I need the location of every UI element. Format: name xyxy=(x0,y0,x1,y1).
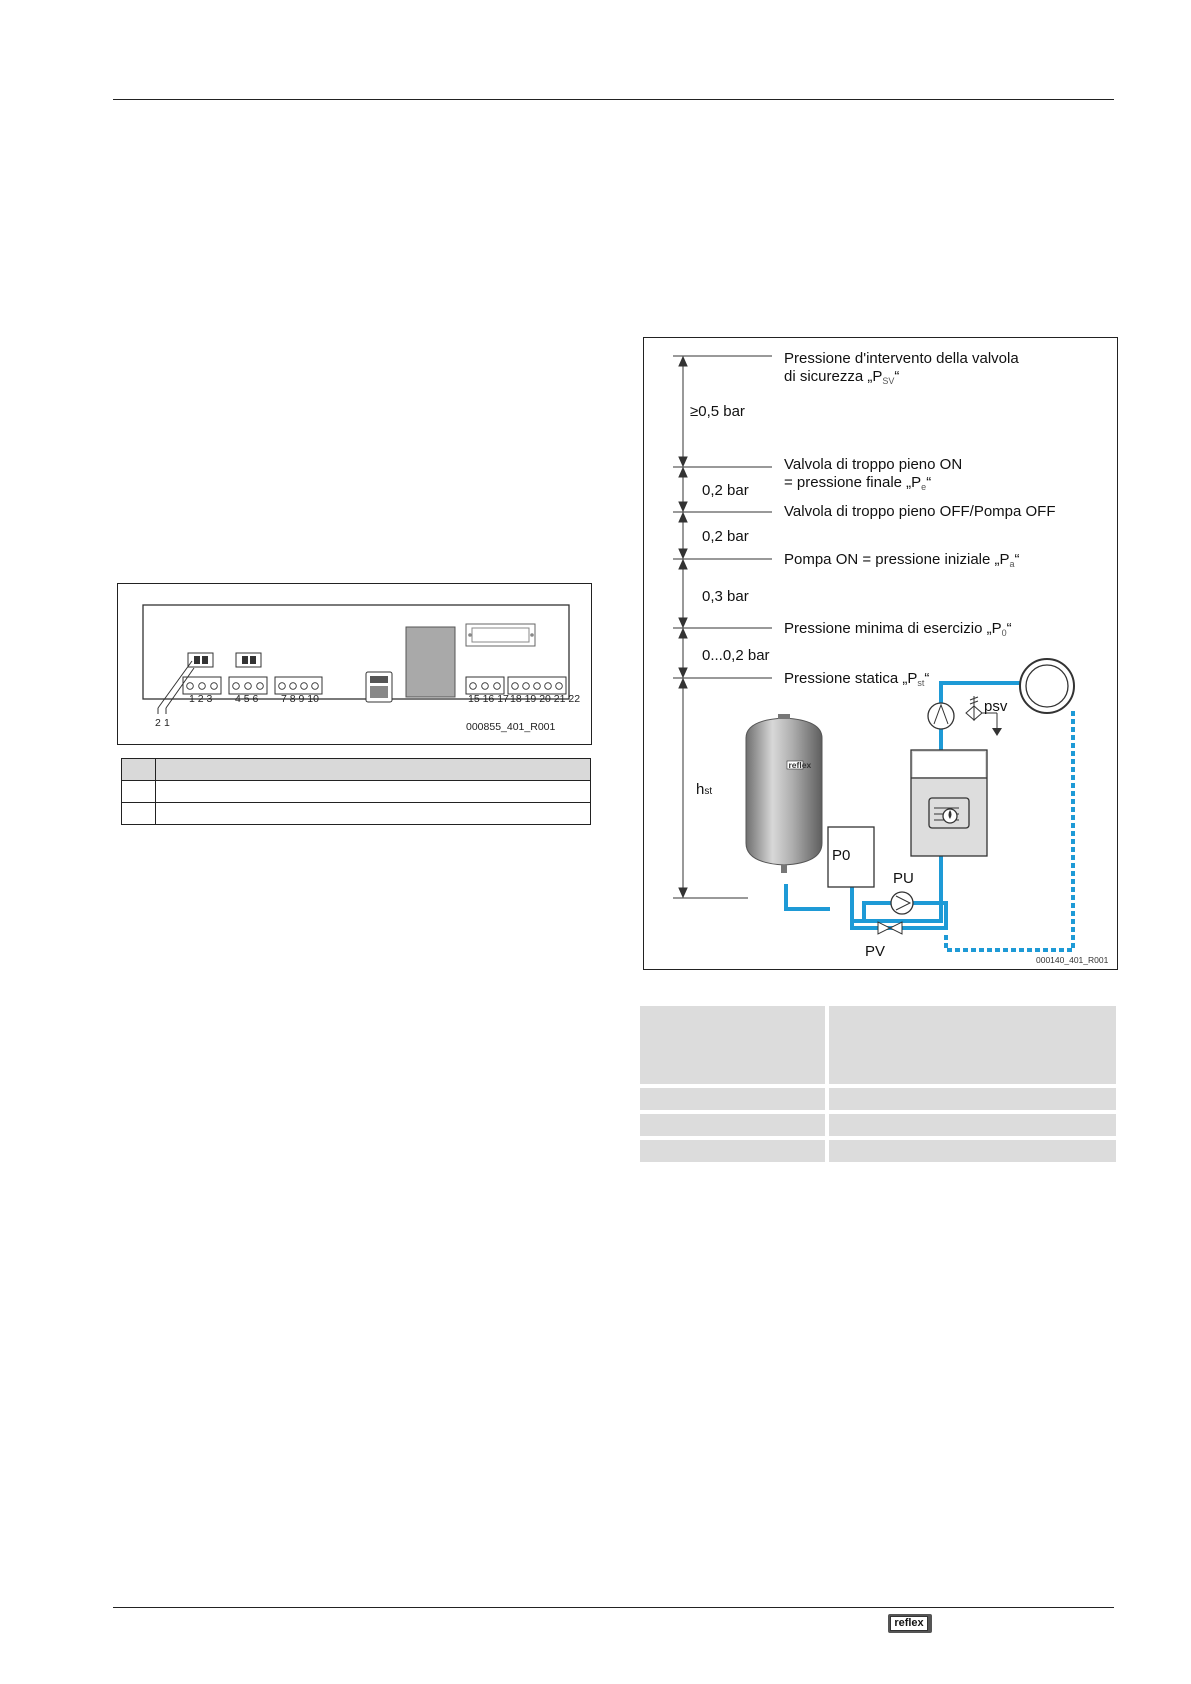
p0-label: P0 xyxy=(832,847,850,864)
level-label-p0: Pressione minima di esercizio „P0“ xyxy=(784,620,1012,638)
header-rule xyxy=(113,99,1114,100)
table-row xyxy=(121,802,591,825)
table-row xyxy=(121,780,591,803)
interval-label-4: 0,3 bar xyxy=(702,588,749,605)
interval-label-1: ≥0,5 bar xyxy=(690,403,745,420)
footer-rule xyxy=(113,1607,1114,1608)
board-figure-code: 000855_401_R001 xyxy=(466,721,555,733)
pressure-info-table xyxy=(640,1002,1116,1166)
reflex-logo-text: reflex xyxy=(890,1616,928,1631)
level-label-psv-1: Pressione d'intervento della valvola xyxy=(784,350,1019,367)
interval-label-5: 0...0,2 bar xyxy=(702,647,770,664)
level-label-pump-off: Valvola di troppo pieno OFF/Pompa OFF xyxy=(784,503,1056,520)
table-row xyxy=(640,1114,1116,1136)
level-label-pe-1: Valvola di troppo pieno ON xyxy=(784,456,962,473)
callout-label-2: 2 xyxy=(155,717,161,729)
terminal-label-2: 4 5 6 xyxy=(235,693,259,705)
board-legend-table xyxy=(121,758,591,825)
level-label-pst: Pressione statica „Pst“ xyxy=(784,670,929,688)
table-row xyxy=(121,758,591,781)
pv-label: PV xyxy=(865,943,885,960)
level-label-psv-2: di sicurezza „PSV“ xyxy=(784,368,899,386)
tank-logo-text: reflex xyxy=(789,760,812,770)
level-label-pe-2: = pressione finale „Pe“ xyxy=(784,474,931,492)
table-row xyxy=(640,1006,1116,1084)
terminal-label-5: 18 19 20 21 22 xyxy=(510,693,580,705)
table-row xyxy=(640,1140,1116,1162)
diagram-figure-code: 000140_401_R001 xyxy=(1036,955,1109,965)
terminal-label-1: 1 2 3 xyxy=(189,693,213,705)
terminal-label-3: 7 8 9 10 xyxy=(281,693,319,705)
terminal-label-4: 15 16 17 xyxy=(468,693,509,705)
controller-board-figure: 2 1 1 2 3 4 5 6 7 8 9 10 15 16 17 18 19 … xyxy=(117,583,592,745)
pu-label: PU xyxy=(893,870,914,887)
table-row xyxy=(640,1088,1116,1110)
hst-label: hst xyxy=(696,781,712,798)
level-label-pa: Pompa ON = pressione iniziale „Pa“ xyxy=(784,551,1020,569)
interval-label-2: 0,2 bar xyxy=(702,482,749,499)
psv-label: psv xyxy=(984,698,1008,715)
pressure-levels-diagram: ≥0,5 bar 0,2 bar 0,2 bar 0,3 bar 0...0,2… xyxy=(643,337,1118,970)
interval-label-3: 0,2 bar xyxy=(702,528,749,545)
reflex-logo: reflex xyxy=(888,1614,932,1633)
callout-label-1: 1 xyxy=(164,717,170,729)
